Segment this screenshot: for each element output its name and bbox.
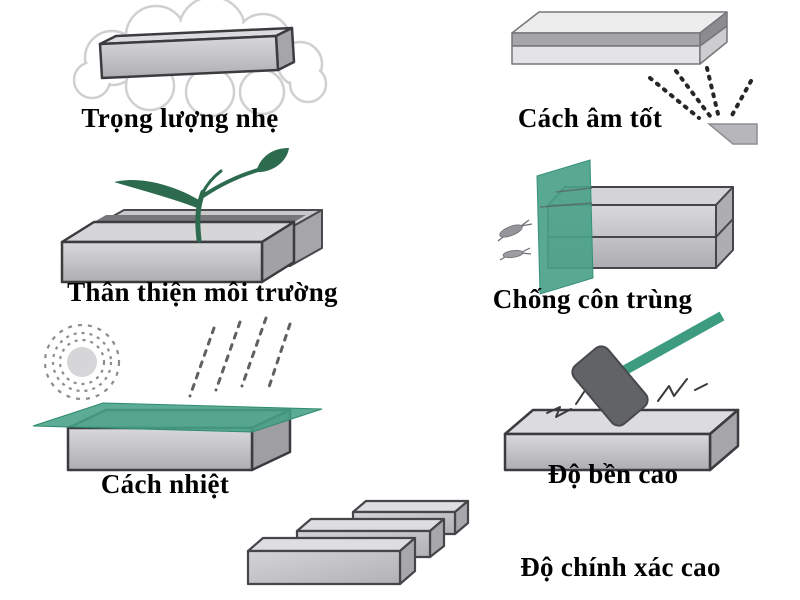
green-barrier-panel	[536, 159, 594, 295]
label-insect-resistant: Chống côn trùng	[492, 284, 693, 314]
sound-waves-icon	[648, 66, 753, 120]
sound-absorb-block-icon	[511, 11, 758, 145]
sun-icon	[43, 323, 121, 401]
rain-icon	[188, 316, 292, 398]
layered-block	[511, 11, 728, 65]
label-sound-insulation: Cách âm tốt	[517, 103, 663, 133]
label-high-durability: Độ bền cao	[547, 459, 679, 489]
label-high-precision: Độ chính xác cao	[520, 552, 721, 582]
hammer-head	[571, 345, 649, 427]
insects-icon	[497, 219, 533, 261]
front-block	[60, 220, 296, 284]
impact-marks	[546, 378, 708, 418]
block-front	[246, 536, 417, 586]
sprout-blocks-icon	[60, 148, 323, 284]
label-eco-friendly: Thân thiện môi trường	[67, 277, 338, 307]
hammer-block-icon	[503, 311, 740, 472]
sun-rain-cover-block-icon	[32, 316, 323, 472]
sprout-icon	[114, 148, 289, 243]
aligned-blocks-icon	[246, 499, 470, 586]
label-heat-insulation: Cách nhiệt	[100, 469, 230, 499]
green-cover-sheet	[32, 402, 323, 433]
hammer-handle	[615, 311, 725, 379]
absorber-wedge	[706, 123, 758, 145]
label-light-weight: Trọng lượng nhẹ	[81, 103, 279, 133]
concrete-block	[98, 26, 296, 80]
cloud-block-icon	[72, 0, 328, 118]
insect-barrier-blocks-icon	[497, 159, 734, 295]
